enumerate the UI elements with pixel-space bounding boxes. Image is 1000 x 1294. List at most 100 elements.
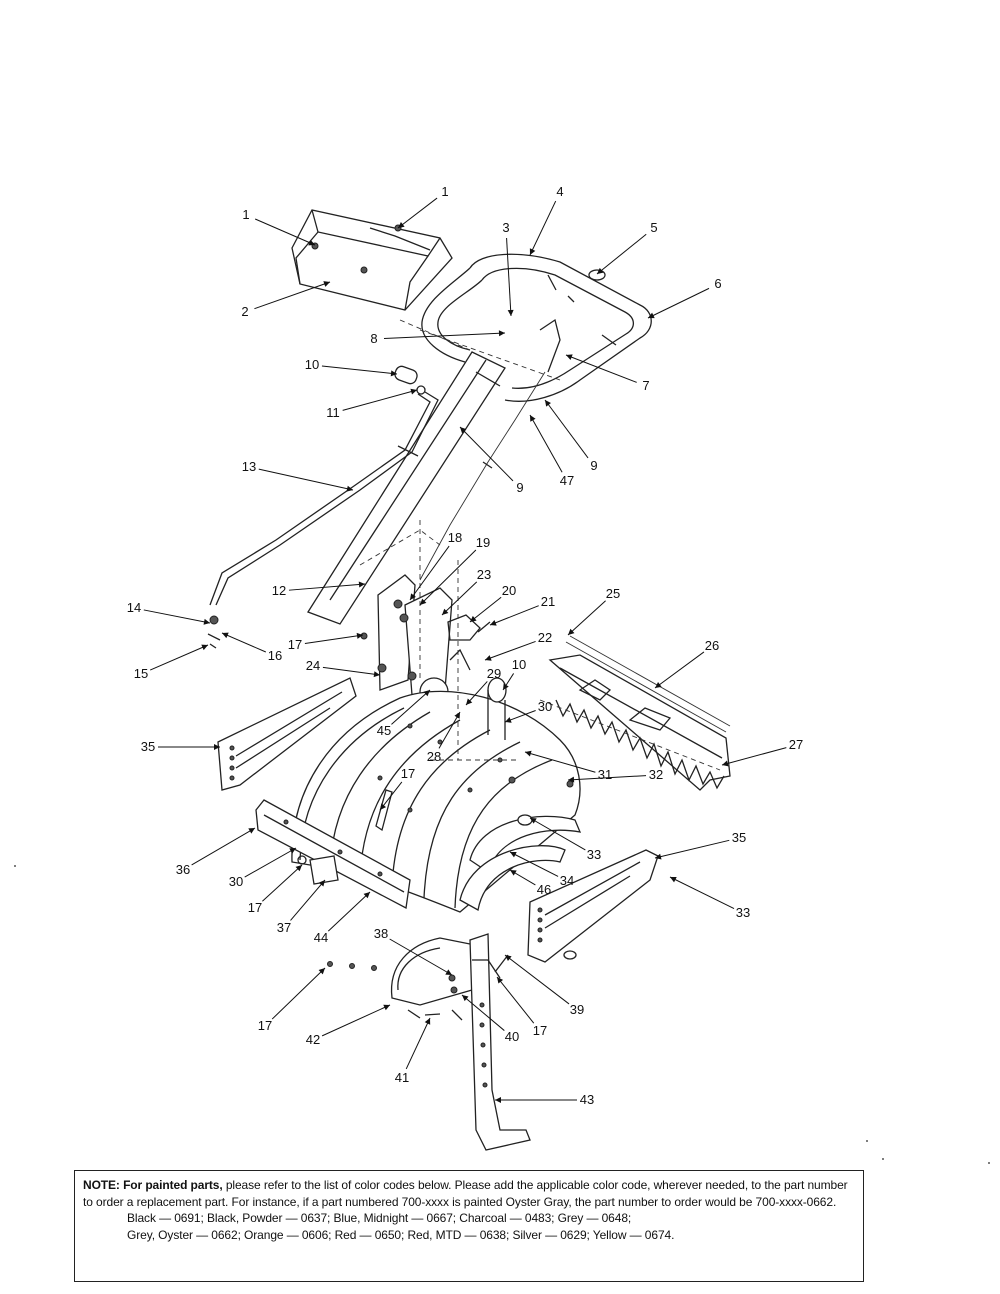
depth-bar xyxy=(469,933,531,1151)
part-number-label: 42 xyxy=(306,1032,320,1047)
note-intro-text: please refer to the list of color codes … xyxy=(83,1178,848,1209)
part-number-label: 45 xyxy=(377,723,391,738)
leader-line xyxy=(489,605,539,626)
part-number-label: 40 xyxy=(505,1029,519,1044)
part-number-label: 17 xyxy=(248,900,262,915)
leader-arrowhead xyxy=(670,876,677,883)
leader-arrowhead xyxy=(545,400,551,407)
leader-arrowhead xyxy=(222,632,229,639)
leader-line xyxy=(383,332,506,340)
callout-c1b: 1 xyxy=(242,207,316,246)
part-number-label: 18 xyxy=(448,530,462,545)
callout-c33a: 33 xyxy=(529,817,601,862)
leader-line xyxy=(506,237,512,317)
leader-arrowhead xyxy=(462,995,469,1002)
part-number-label: 11 xyxy=(326,405,340,420)
leader-line xyxy=(654,839,730,859)
leader-arrowhead xyxy=(289,848,296,854)
handle-tube xyxy=(307,318,561,625)
side-plate-right xyxy=(527,849,659,963)
leader-line xyxy=(469,596,502,623)
part-number-label: 24 xyxy=(306,658,320,673)
lower-shield xyxy=(327,937,476,1021)
callout-c2: 2 xyxy=(241,281,331,319)
leader-arrowhead xyxy=(505,717,512,723)
shift-rod xyxy=(207,365,439,649)
leader-line xyxy=(567,775,647,781)
leader-arrowhead xyxy=(648,312,655,319)
callout-c11: 11 xyxy=(326,388,418,420)
leader-line xyxy=(405,1017,431,1070)
callout-c3: 3 xyxy=(502,220,514,317)
part-number-label: 46 xyxy=(537,882,551,897)
part-number-label: 25 xyxy=(606,586,620,601)
leader-arrowhead xyxy=(529,248,536,255)
callout-c17e: 17 xyxy=(496,976,547,1038)
leader-arrowhead xyxy=(410,593,416,600)
part-number-label: 47 xyxy=(560,473,574,488)
callout-c24: 24 xyxy=(306,658,381,678)
part-number-label: 10 xyxy=(512,657,526,672)
leader-arrowhead xyxy=(470,615,477,622)
leader-arrowhead xyxy=(442,608,449,615)
leader-arrowhead xyxy=(380,803,387,810)
part-number-label: 7 xyxy=(642,378,649,393)
leader-line xyxy=(419,549,477,606)
color-codes-line-2: Grey, Oyster — 0662; Orange — 0606; Red … xyxy=(127,1227,675,1242)
leader-arrowhead xyxy=(454,712,460,719)
part-number-label: 2 xyxy=(241,304,248,319)
callout-c46: 46 xyxy=(509,869,551,897)
part-number-label: 29 xyxy=(487,666,501,681)
leader-line xyxy=(262,864,303,902)
leader-arrowhead xyxy=(490,619,497,626)
leader-arrowhead xyxy=(445,969,452,975)
leader-line xyxy=(322,666,381,676)
leader-arrowhead xyxy=(424,1018,431,1025)
leader-arrowhead xyxy=(510,870,517,876)
leader-line xyxy=(327,891,371,932)
leader-line xyxy=(258,468,354,491)
part-number-label: 35 xyxy=(732,830,746,845)
leader-arrowhead xyxy=(295,865,302,872)
callout-c41: 41 xyxy=(395,1017,431,1085)
part-number-label: 33 xyxy=(736,905,750,920)
part-number-label: 17 xyxy=(258,1018,272,1033)
callout-c47: 47 xyxy=(529,414,574,488)
part-number-label: 20 xyxy=(502,583,516,598)
callout-c26: 26 xyxy=(654,638,719,689)
leader-arrowhead xyxy=(460,427,467,434)
callout-c28: 28 xyxy=(427,711,461,764)
part-number-label: 8 xyxy=(370,331,377,346)
leader-line xyxy=(321,365,398,375)
leader-line xyxy=(461,994,505,1031)
part-number-label: 30 xyxy=(538,699,552,714)
leader-line xyxy=(342,389,418,411)
leader-line xyxy=(565,354,637,383)
mounting-brackets xyxy=(359,520,491,707)
part-number-label: 23 xyxy=(477,567,491,582)
part-number-label: 5 xyxy=(650,220,657,235)
callout-c18: 18 xyxy=(409,530,462,601)
part-number-label: 44 xyxy=(314,930,328,945)
bottom-rail xyxy=(255,799,411,910)
leader-line xyxy=(221,632,267,653)
part-number-label: 27 xyxy=(789,737,803,752)
part-number-label: 35 xyxy=(141,739,155,754)
leader-line xyxy=(596,233,647,275)
callout-c7: 7 xyxy=(565,354,650,393)
callout-c34: 34 xyxy=(509,851,574,888)
leader-line xyxy=(271,967,326,1020)
callout-c33b: 33 xyxy=(669,876,750,920)
leader-arrowhead xyxy=(398,221,405,228)
part-number-label: 43 xyxy=(580,1092,594,1107)
callout-c13: 13 xyxy=(242,459,354,492)
leader-line xyxy=(529,414,563,473)
part-number-label: 33 xyxy=(587,847,601,862)
leader-line xyxy=(143,609,211,624)
callout-c8: 8 xyxy=(370,330,506,346)
note-heading: NOTE: For painted parts, xyxy=(83,1178,223,1192)
part-number-label: 36 xyxy=(176,862,190,877)
part-number-label: 3 xyxy=(502,220,509,235)
part-number-label: 21 xyxy=(541,594,555,609)
